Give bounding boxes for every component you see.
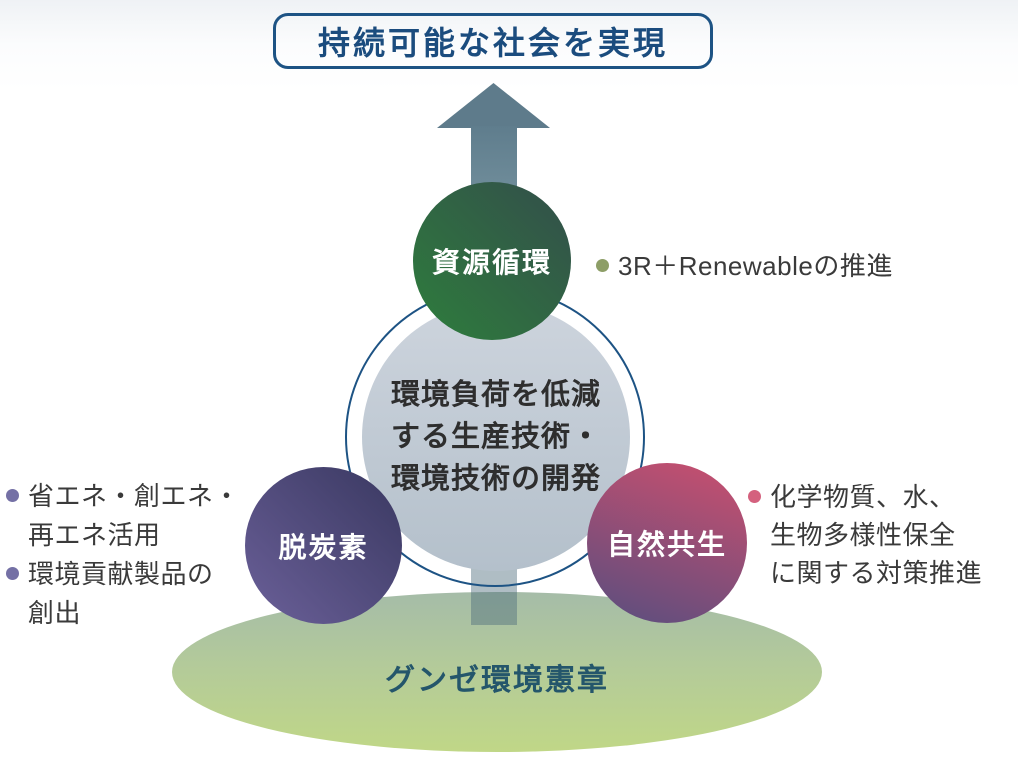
circle-nature-coexistence: 自然共生 — [587, 463, 747, 623]
bullet-dot-icon — [748, 490, 761, 503]
note-text: 省エネ・創エネ・ 再エネ活用 — [28, 481, 241, 550]
circle-resource-circulation: 資源循環 — [413, 182, 571, 340]
center-circle-text: 環境負荷を低減 する生産技術・ 環境技術の開発 — [390, 379, 601, 495]
circle-decarbonization: 脱炭素 — [245, 467, 402, 624]
notes-nature: 化学物質、水、 生物多様性保全 に関する対策推進 — [748, 478, 1018, 592]
circle-decarbon-label: 脱炭素 — [278, 531, 369, 563]
note-text: 3R＋Renewableの推進 — [618, 251, 893, 281]
circle-nature-label: 自然共生 — [606, 529, 727, 560]
list-item: 環境貢献製品の 創出 — [6, 555, 256, 633]
notes-decarbon: 省エネ・創エネ・ 再エネ活用 環境貢献製品の 創出 — [6, 477, 256, 633]
note-text: 化学物質、水、 生物多様性保全 に関する対策推進 — [770, 482, 983, 588]
list-item: 省エネ・創エネ・ 再エネ活用 — [6, 477, 256, 555]
bullet-dot-icon — [6, 567, 19, 580]
goal-title: 持続可能な社会を実現 — [317, 25, 668, 61]
bullet-dot-icon — [6, 489, 19, 502]
goal-box: 持続可能な社会を実現 — [273, 13, 713, 69]
circle-resource-label: 資源循環 — [431, 247, 552, 278]
note-text: 環境貢献製品の 創出 — [28, 559, 214, 628]
center-circle: 環境負荷を低減 する生産技術・ 環境技術の開発 — [362, 303, 630, 571]
list-item: 3R＋Renewableの推進 — [596, 247, 893, 286]
list-item: 化学物質、水、 生物多様性保全 に関する対策推進 — [748, 478, 1018, 592]
foundation-label: グンゼ環境憲章 — [385, 664, 609, 697]
bullet-dot-icon — [596, 259, 609, 272]
up-arrow-head-icon — [437, 83, 550, 128]
foundation-ellipse: グンゼ環境憲章 — [172, 592, 822, 752]
notes-resource: 3R＋Renewableの推進 — [596, 247, 893, 286]
